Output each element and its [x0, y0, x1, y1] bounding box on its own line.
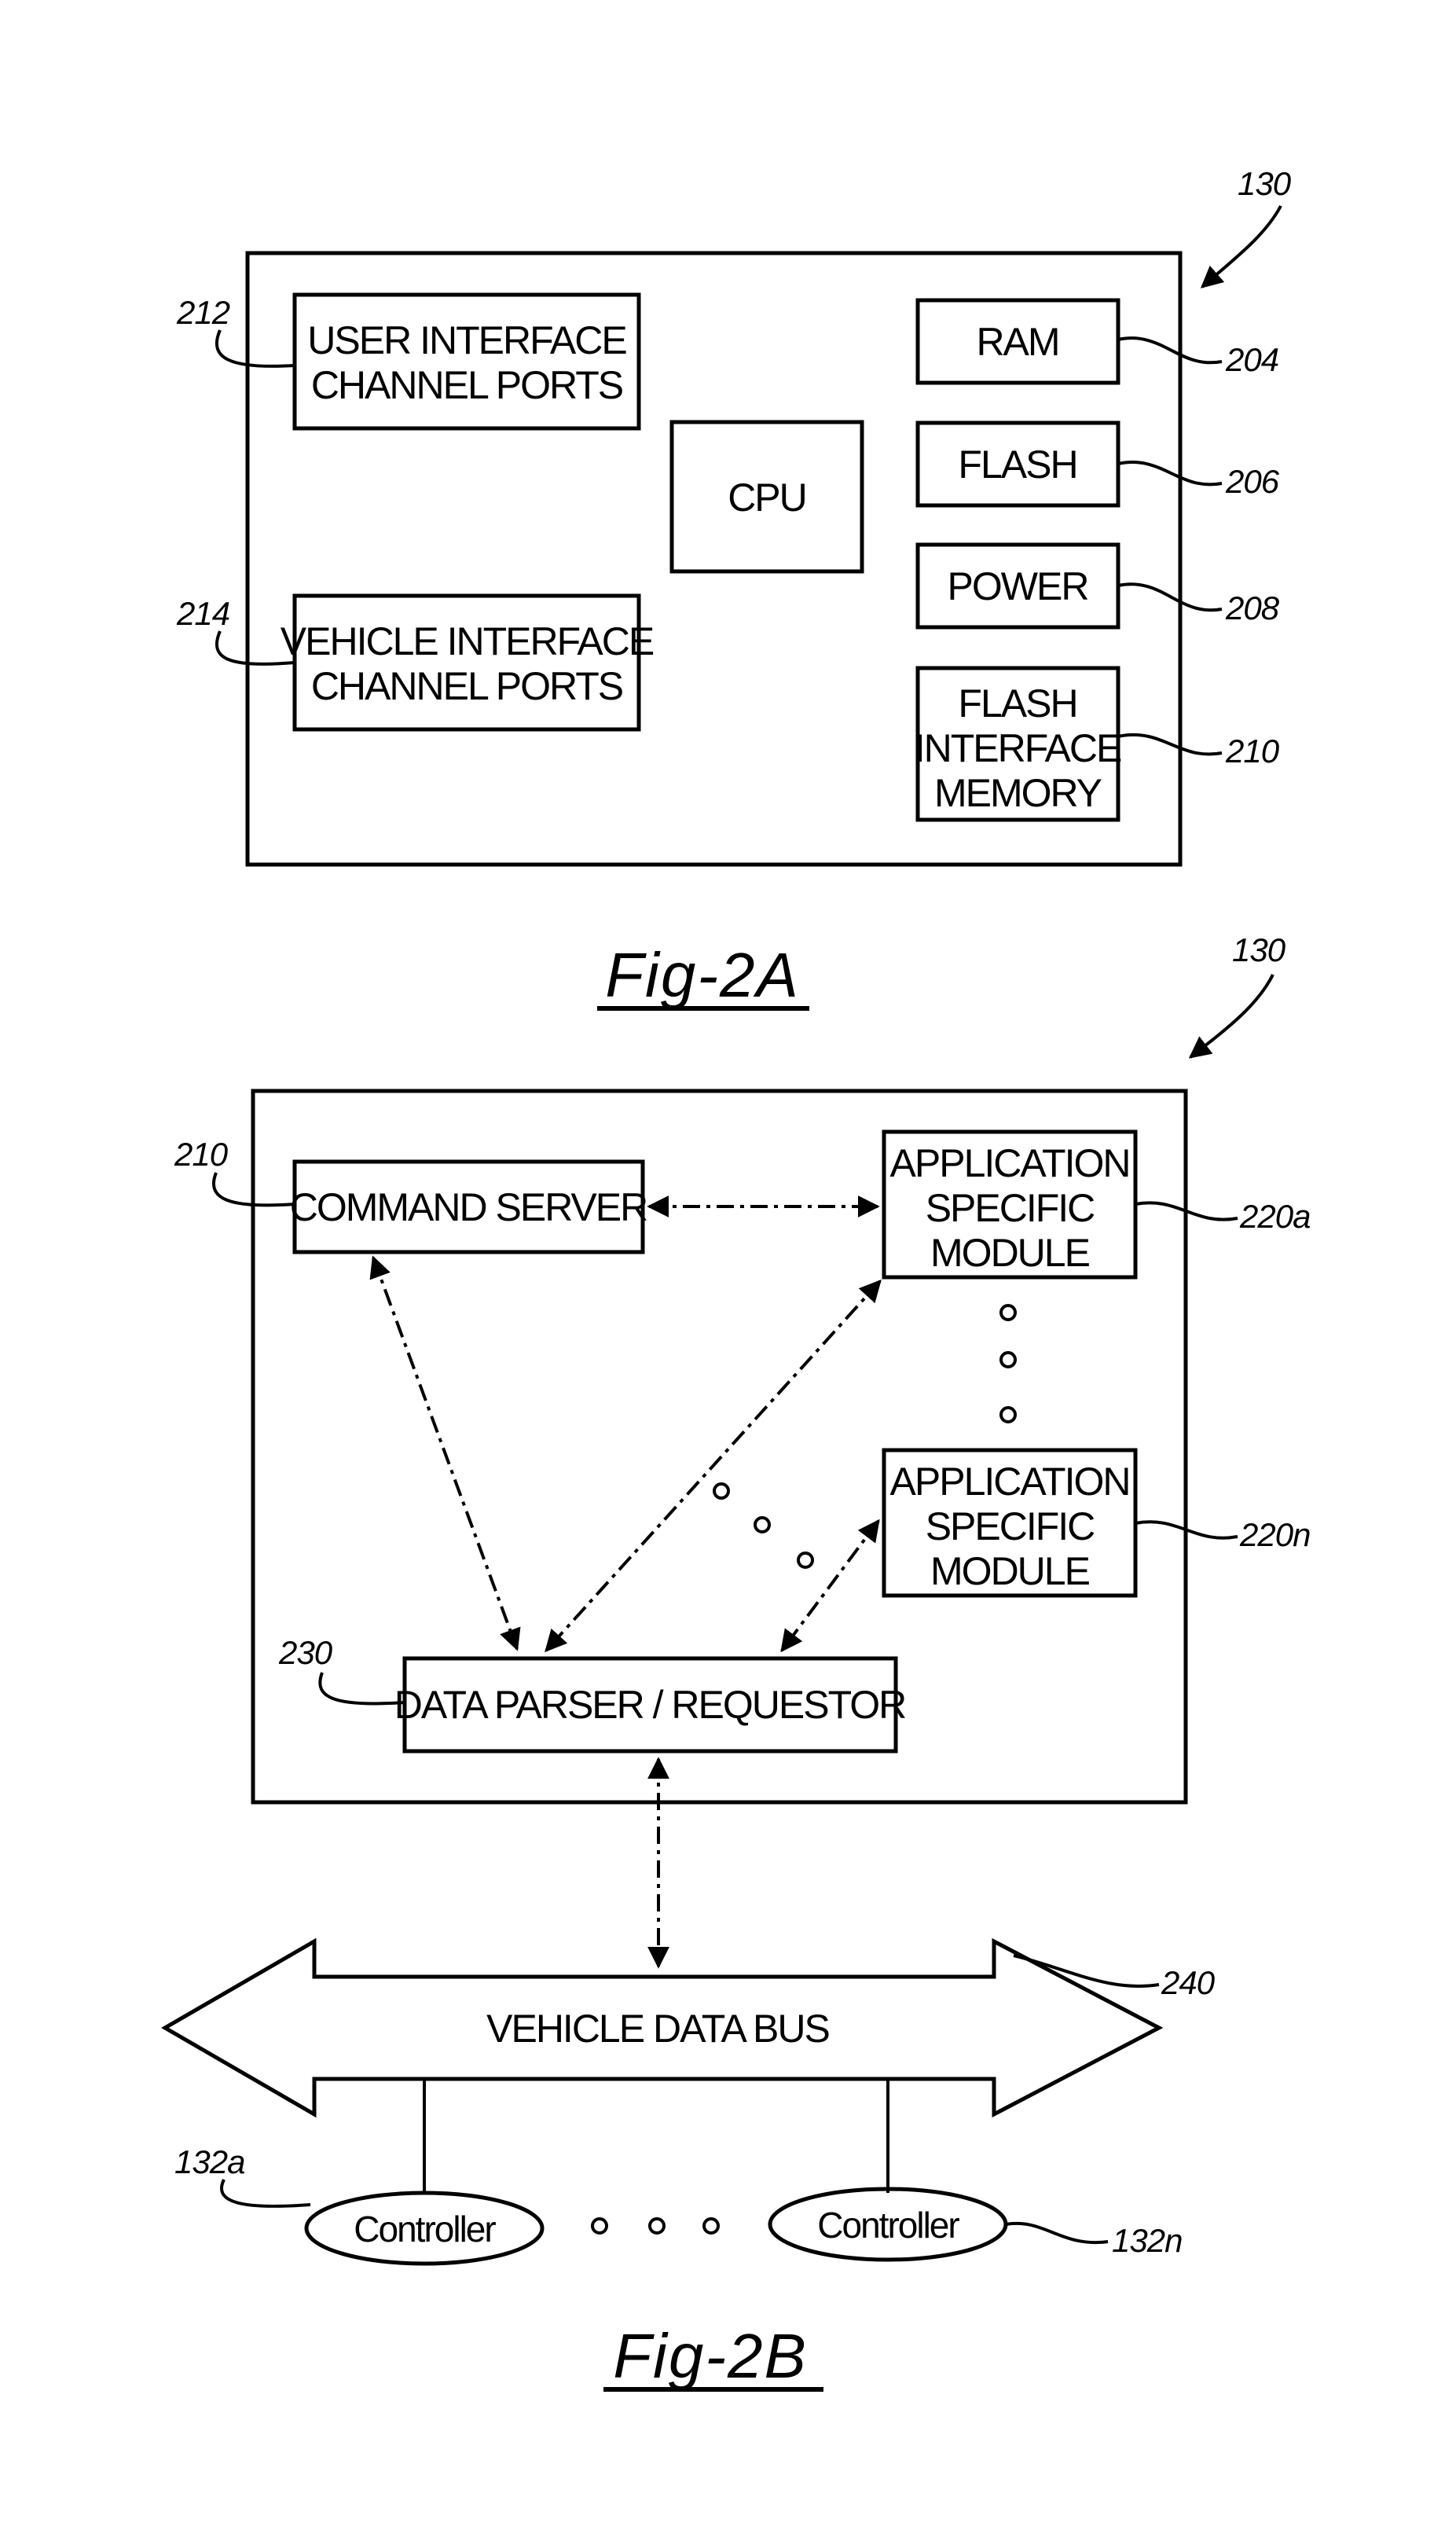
ref-210-leader-fig2a	[1118, 735, 1222, 755]
ref-240-leader	[1014, 1956, 1159, 1986]
flash-mem-label-line1: FLASH	[958, 681, 1076, 725]
data-parser-label: DATA PARSER / REQUESTOR	[394, 1683, 905, 1727]
figure-2a: 130 USER INTERFACE CHANNEL PORTS 212 VEH…	[176, 165, 1292, 1010]
vehicle-ports-label-line1: VEHICLE INTERFACE	[281, 619, 654, 663]
ref-132n-leader	[1006, 2224, 1108, 2242]
ellipsis-dot	[1001, 1306, 1015, 1320]
ref-132a-leader	[222, 2180, 310, 2206]
ref-208-leader	[1118, 584, 1222, 610]
ref-132n: 132n	[1112, 2222, 1182, 2259]
ref-208: 208	[1225, 589, 1280, 626]
ref-212-leader	[217, 330, 295, 366]
ellipsis-dot	[714, 1484, 728, 1498]
figure-2b-caption: Fig-2B	[613, 2321, 808, 2391]
ram-label: RAM	[976, 320, 1058, 364]
ellipsis-dot	[755, 1518, 769, 1532]
ref-132a: 132a	[174, 2143, 244, 2180]
ref-212: 212	[176, 294, 230, 331]
link-app-a-to-parser	[546, 1281, 880, 1651]
ellipsis-dot	[704, 2219, 718, 2233]
cpu-label: CPU	[728, 476, 806, 520]
ref-204-leader	[1118, 338, 1222, 362]
flash-mem-label-line3: MEMORY	[934, 771, 1102, 815]
app-n-label-line2: SPECIFIC	[926, 1504, 1095, 1548]
app-n-label-line1: APPLICATION	[890, 1460, 1130, 1504]
figure-2a-caption: Fig-2A	[605, 940, 800, 1010]
ellipsis-dot	[650, 2219, 664, 2233]
controller-n-label: Controller	[817, 2205, 959, 2246]
user-ports-label-line2: CHANNEL PORTS	[311, 363, 623, 407]
app-a-label-line2: SPECIFIC	[926, 1186, 1095, 1230]
ref-206: 206	[1225, 463, 1280, 500]
ref-130-fig2a: 130	[1238, 165, 1292, 202]
ref-220n: 220n	[1239, 1516, 1310, 1553]
controller-a-label: Controller	[354, 2209, 496, 2249]
link-app-n-to-parser	[782, 1521, 878, 1651]
ellipsis-dot	[798, 1553, 812, 1567]
ref-130-fig2b: 130	[1232, 931, 1286, 968]
ref-214: 214	[176, 595, 229, 632]
ref-130-leader-fig2a	[1202, 206, 1281, 287]
ref-210-fig2a: 210	[1225, 733, 1280, 769]
power-label: POWER	[948, 564, 1088, 608]
vehicle-ports-label-line2: CHANNEL PORTS	[311, 664, 623, 708]
ref-206-leader	[1118, 462, 1222, 484]
command-server-label: COMMAND SERVER	[290, 1185, 647, 1229]
ref-130-leader-fig2b	[1190, 975, 1273, 1057]
ellipsis-dot	[592, 2219, 607, 2233]
figure-2b: 130 COMMAND SERVER 210 APPLICATION SPECI…	[165, 931, 1310, 2391]
ref-230: 230	[278, 1634, 333, 1671]
ellipsis-dot	[1001, 1353, 1015, 1367]
app-a-label-line1: APPLICATION	[890, 1141, 1130, 1185]
ref-240: 240	[1161, 1964, 1216, 2001]
app-n-label-line3: MODULE	[930, 1549, 1090, 1593]
app-a-label-line3: MODULE	[930, 1231, 1090, 1275]
vehicle-data-bus-label: VEHICLE DATA BUS	[486, 2007, 829, 2051]
ref-204: 204	[1225, 341, 1278, 378]
user-ports-label-line1: USER INTERFACE	[307, 318, 626, 362]
ref-220a: 220a	[1239, 1198, 1310, 1235]
ref-210-fig2b: 210	[174, 1136, 229, 1173]
ellipsis-dot	[1001, 1408, 1015, 1422]
link-command-server-to-parser	[373, 1258, 517, 1649]
flash-mem-label-line2: INTERFACE	[915, 726, 1121, 770]
flash-label: FLASH	[958, 443, 1076, 487]
ref-230-leader	[320, 1673, 405, 1703]
